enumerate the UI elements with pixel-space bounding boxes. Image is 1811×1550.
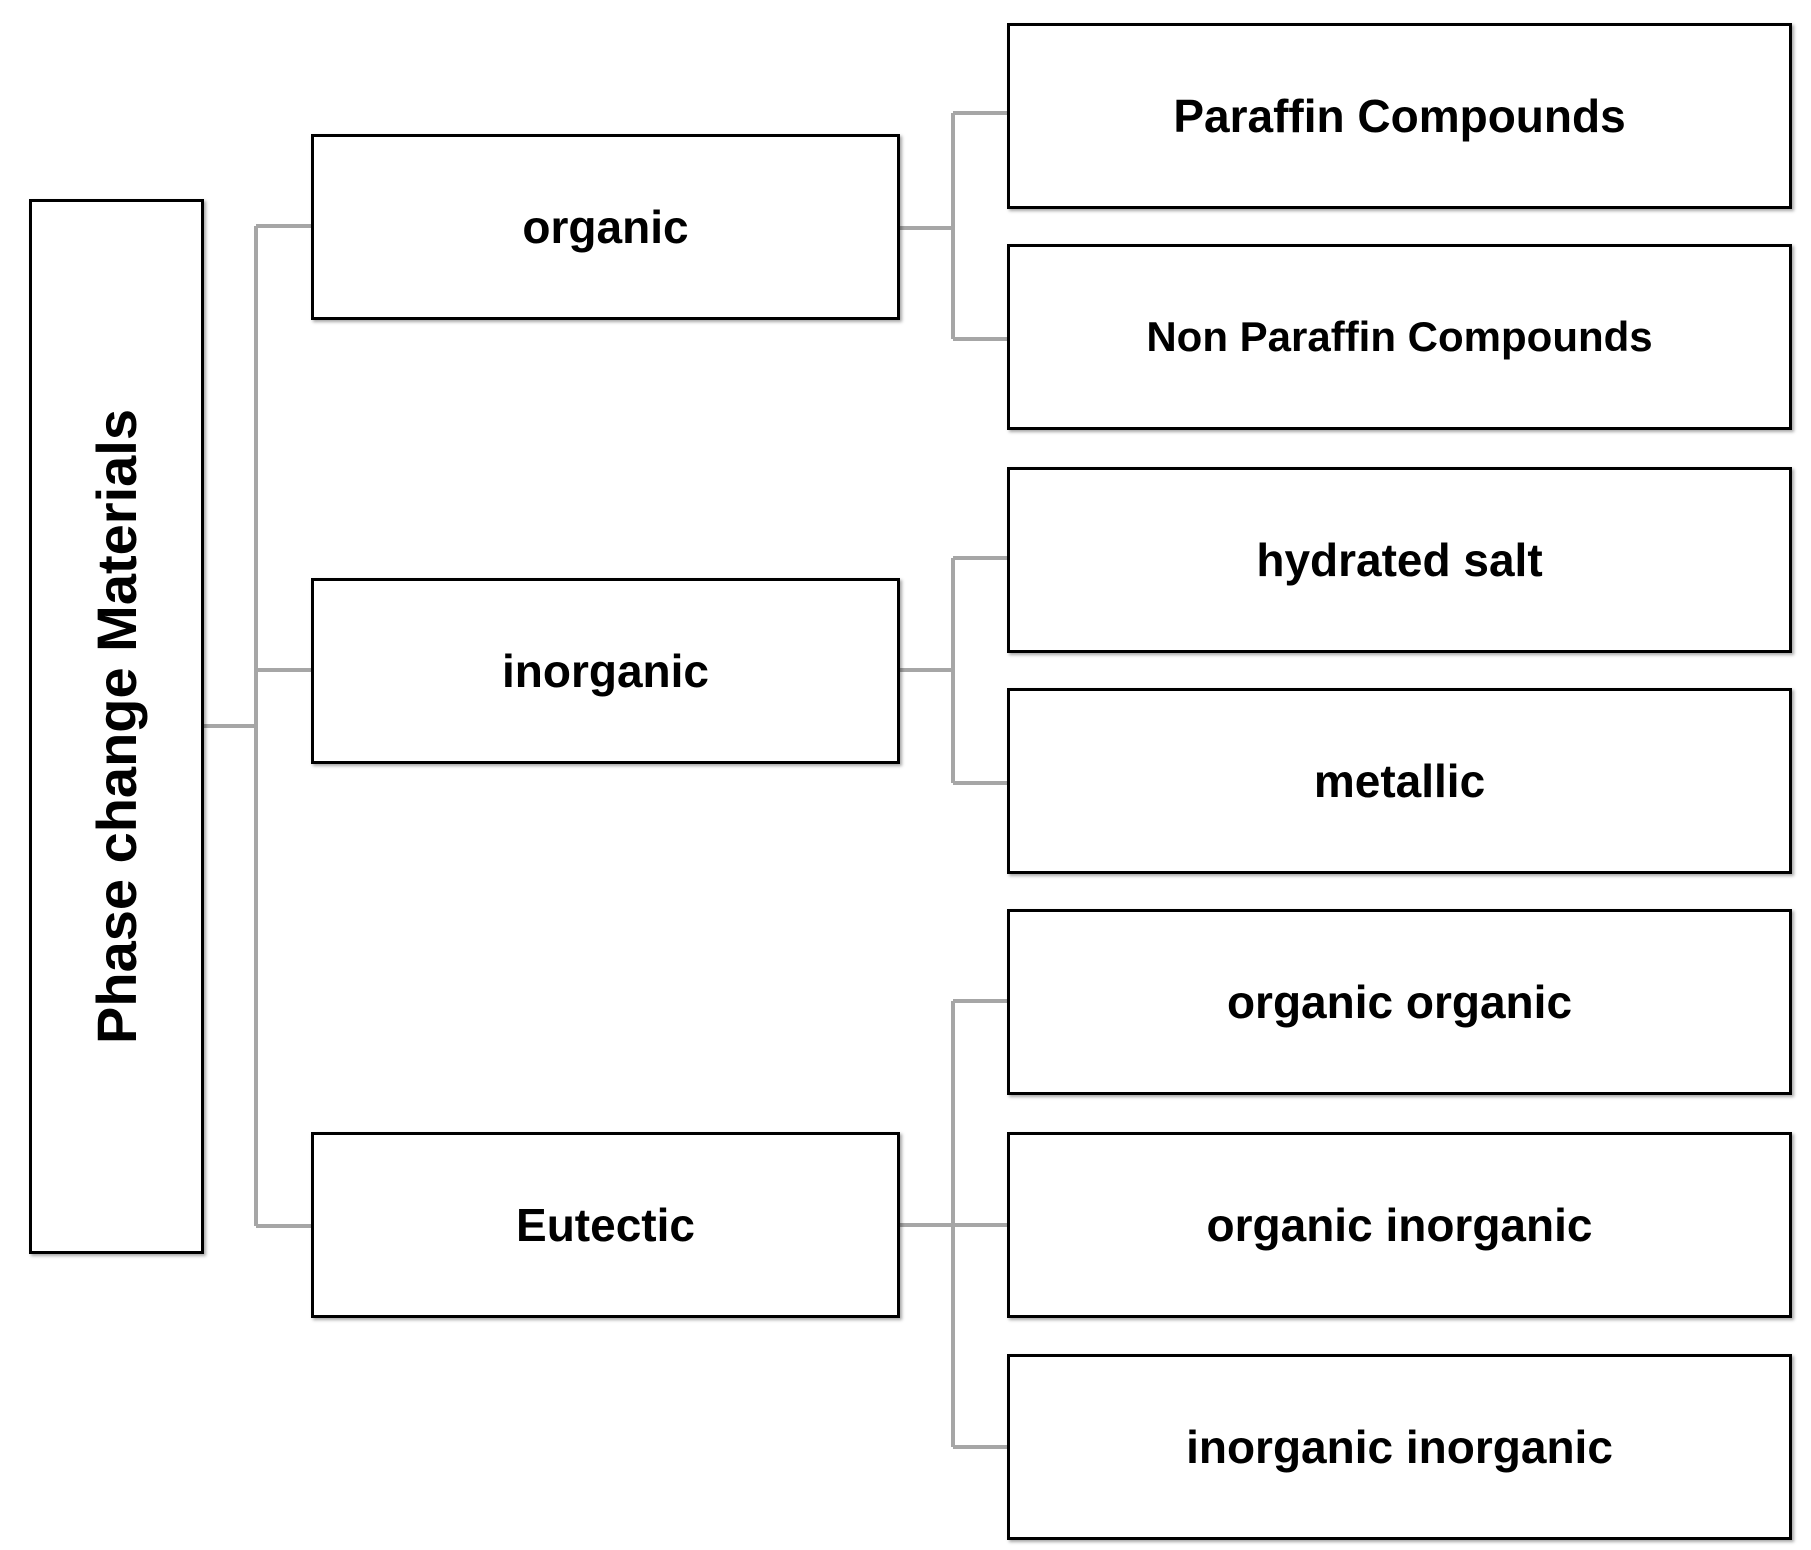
leaf-non-paraffin-compounds: Non Paraffin Compounds xyxy=(1007,244,1792,430)
category-eutectic-label: Eutectic xyxy=(516,1199,695,1251)
category-organic: organic xyxy=(311,134,900,320)
leaf-hydrated-salt-label: hydrated salt xyxy=(1256,534,1543,586)
leaf-organic-inorganic-label: organic inorganic xyxy=(1206,1199,1593,1251)
leaf-metallic: metallic xyxy=(1007,688,1792,874)
root-label: Phase change Materials xyxy=(85,409,149,1044)
category-eutectic: Eutectic xyxy=(311,1132,900,1318)
category-inorganic-label: inorganic xyxy=(501,645,710,697)
leaf-paraffin-compounds: Paraffin Compounds xyxy=(1007,23,1792,209)
leaf-organic-organic-label: organic organic xyxy=(1226,976,1573,1028)
leaf-organic-organic: organic organic xyxy=(1007,909,1792,1095)
leaf-metallic-label: metallic xyxy=(1313,755,1486,807)
leaf-paraffin-compounds-label: Paraffin Compounds xyxy=(1173,90,1626,142)
category-organic-label: organic xyxy=(522,201,689,253)
leaf-non-paraffin-compounds-label: Non Paraffin Compounds xyxy=(1146,313,1653,360)
category-inorganic: inorganic xyxy=(311,578,900,764)
leaf-hydrated-salt: hydrated salt xyxy=(1007,467,1792,653)
leaf-organic-inorganic: organic inorganic xyxy=(1007,1132,1792,1318)
root-node: Phase change Materials xyxy=(29,199,204,1254)
leaf-inorganic-inorganic: inorganic inorganic xyxy=(1007,1354,1792,1540)
leaf-inorganic-inorganic-label: inorganic inorganic xyxy=(1186,1421,1613,1473)
